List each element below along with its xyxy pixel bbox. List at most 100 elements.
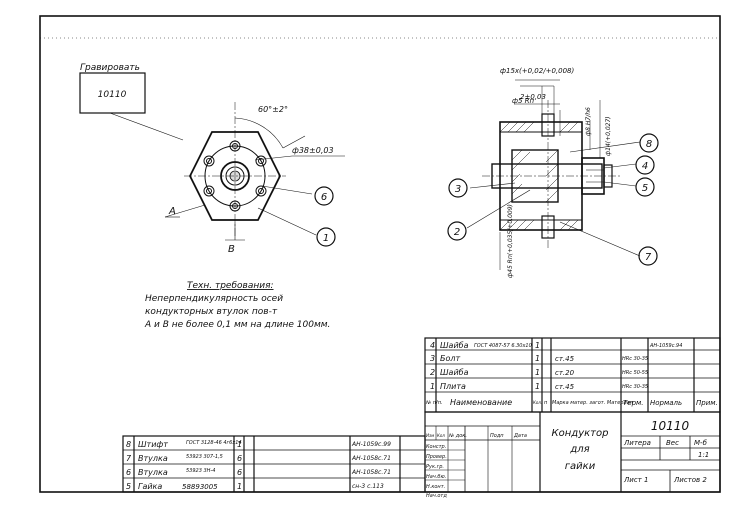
callout-2: 2 <box>454 227 460 238</box>
spec-table-lower <box>122 435 426 493</box>
low-doc-7: АН-1058с.71 <box>351 455 391 462</box>
hdr-mat: Марка матер. загот. Материал <box>552 400 634 406</box>
dim-letter-b: В <box>228 244 235 255</box>
spec-name-4: Шайба <box>440 341 469 350</box>
spec-doc-4: АН-1059с.94 <box>649 343 682 349</box>
tb-podp: Подп <box>490 433 504 439</box>
dim-tol2: 2±0,03 <box>520 93 546 101</box>
spec-name-2: Шайба <box>440 368 469 377</box>
spec-mat-2: ст.20 <box>555 369 575 377</box>
tb-nkont: Н.конт. <box>426 484 445 490</box>
title-block <box>424 411 721 493</box>
low-std-5: 58893005 <box>182 483 218 491</box>
doc-title-line-2: для <box>569 444 589 455</box>
low-qty-7: 6 <box>237 454 242 463</box>
callout-8: 8 <box>646 139 652 150</box>
tb-nachbyu: Нач.бю. <box>426 474 446 480</box>
low-pos-8: 8 <box>126 440 131 449</box>
tb-sheets: Листов 2 <box>673 476 707 484</box>
tb-rukgr: Рук.гр. <box>426 464 444 470</box>
low-doc-6: АН-1058с.71 <box>351 469 391 476</box>
doc-title-line-1: Кондуктор <box>552 428 609 439</box>
tb-sheet: Лист 1 <box>623 476 648 484</box>
doc-title-line-3: гайки <box>565 461 596 472</box>
spec-hrc-3: HRc 30-35 <box>622 356 648 362</box>
low-name-5: Гайка <box>138 482 162 491</box>
hdr-n: п <box>544 400 548 406</box>
hdr-term: Терм. <box>623 399 644 407</box>
dim-dia38: ф38±0,03 <box>292 146 334 155</box>
spec-mat-1: ст.45 <box>555 383 575 391</box>
low-name-8: Штифт <box>138 440 168 449</box>
low-qty-5: 1 <box>237 482 242 491</box>
spec-hrc-1: HRc 30-35 <box>622 384 648 390</box>
low-pos-6: 6 <box>126 468 131 477</box>
tb-prover: Провер. <box>426 454 447 460</box>
tb-mass: Вес <box>666 439 679 447</box>
low-qty-8: 1 <box>237 440 242 449</box>
engrave-box <box>79 72 146 114</box>
tb-scale: М-б <box>694 439 708 447</box>
spec-qty-1: 1 <box>535 382 540 391</box>
hdr-qty: Кол. <box>533 400 542 405</box>
spec-qty-2: 1 <box>535 368 540 377</box>
engrave-label: Гравировать <box>80 63 140 73</box>
hdr-note: Прим. <box>696 399 718 407</box>
dim-dia8: ф8 H7/h6 <box>585 107 592 136</box>
spec-pos-2: 2 <box>430 368 435 377</box>
low-doc-5: сн-3 с.113 <box>352 483 384 490</box>
tb-kol: Кол <box>437 433 445 438</box>
low-std-7: 53923 307-1,5 <box>186 454 223 460</box>
spec-hrc-2: HRc 50-55 <box>622 370 648 376</box>
callout-6: 6 <box>321 192 327 203</box>
dim-letter-a: А <box>168 206 176 217</box>
low-std-6: 53923 3Н-4 <box>186 468 215 474</box>
tb-ndok: № док. <box>448 433 467 439</box>
front-view <box>164 102 345 241</box>
tb-scale-value: 1:1 <box>698 451 709 459</box>
spec-name-1: Плита <box>440 382 466 391</box>
engrave-text: 10110 <box>98 90 127 100</box>
spec-std-4: ГОСТ 4087-57 6.30х10 <box>474 343 532 349</box>
tb-nachotd: Нач.отд <box>426 493 447 499</box>
dim-dia45: ф45 Rп(+0,035/+0,009) <box>507 204 514 278</box>
dim-dia5: ф5 Rп <box>512 97 535 105</box>
tb-data: Дата <box>513 433 527 439</box>
callout-5: 5 <box>642 183 648 194</box>
dim-angle: 60°±2° <box>258 105 288 114</box>
tb-litera: Литера <box>623 439 651 447</box>
callout-7: 7 <box>645 252 652 263</box>
tech-line-2: кондукторных втулок пов-т <box>145 307 278 317</box>
spec-name-3: Болт <box>440 354 460 363</box>
low-name-7: Втулка <box>138 454 168 463</box>
spec-pos-4: 4 <box>430 341 435 350</box>
spec-mat-3: ст.45 <box>555 355 575 363</box>
low-doc-8: АН-1059с.99 <box>351 441 391 448</box>
section-view <box>466 79 641 270</box>
callout-1: 1 <box>323 233 329 244</box>
callout-4: 4 <box>642 161 648 172</box>
callout-3: 3 <box>455 184 461 195</box>
tech-line-1: Неперпендикулярность осей <box>145 294 283 304</box>
low-pos-5: 5 <box>126 482 131 491</box>
low-pos-7: 7 <box>126 454 132 463</box>
tech-line-3: А и В не более 0,1 мм на длине 100мм. <box>144 320 330 330</box>
dim-dia14: ф14(+0,027) <box>605 116 612 156</box>
tb-konstr: Констр. <box>426 444 446 450</box>
doc-code: 10110 <box>651 419 690 433</box>
hdr-norm: Нормаль <box>650 399 682 407</box>
sheet-frame <box>39 15 721 493</box>
spec-pos-3: 3 <box>430 354 435 363</box>
callout-circles <box>314 133 659 266</box>
low-qty-6: 6 <box>237 468 242 477</box>
hdr-pos: № п/п. <box>425 400 443 406</box>
spec-pos-1: 1 <box>430 382 435 391</box>
spec-qty-3: 1 <box>535 354 540 363</box>
spec-qty-4: 1 <box>535 341 540 350</box>
tech-title: Техн. требования: <box>187 281 274 291</box>
low-std-8: ГОСТ 3128-46 4г6х14 <box>186 440 242 446</box>
hdr-name: Наименование <box>450 398 512 407</box>
tb-izm: Изм <box>426 433 434 438</box>
dim-dia15: ф15х(+0,02/+0,008) <box>500 67 574 75</box>
